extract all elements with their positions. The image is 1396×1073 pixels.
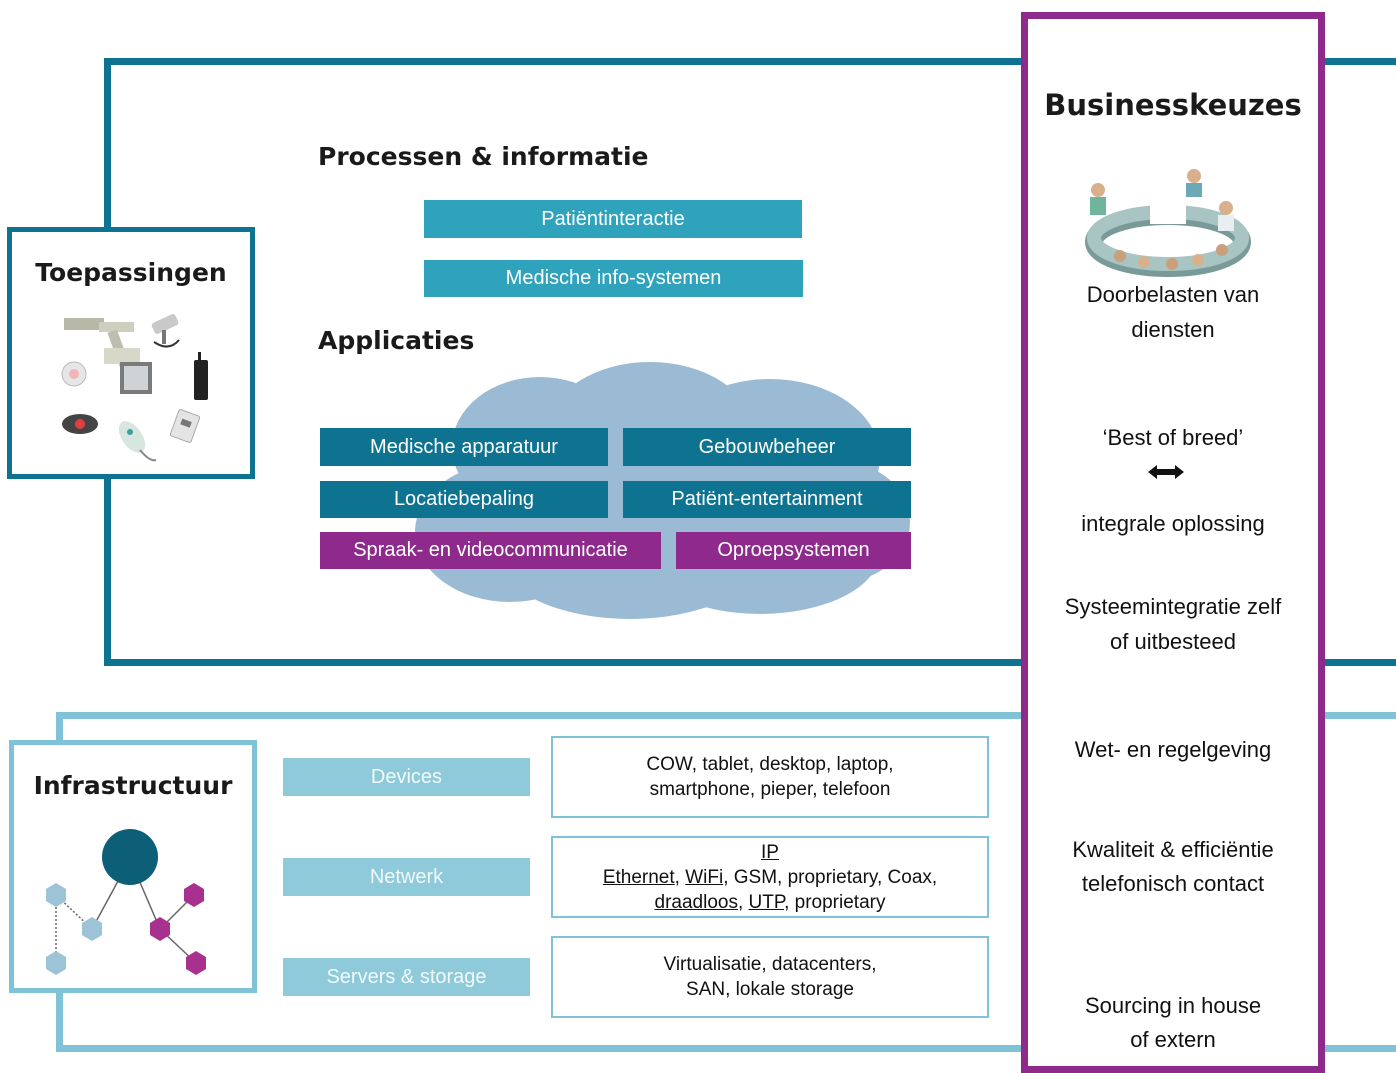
servers-line-2: SAN, lokale storage [686,979,854,1000]
biz-best-of-breed: ‘Best of breed’ [1102,425,1244,450]
devices-line-2: smartphone, pieper, telefoon [649,779,891,800]
biz-wet-en-regelgeving: Wet- en regelgeving [1074,737,1272,762]
netwerk-line3-rest: proprietary [789,891,886,913]
netwerk-info-box: IP Ethernet, WiFi, GSM, proprietary, Coa… [551,836,989,918]
layer-bar-devices: Devices [283,758,530,796]
biz-integrale-oplossing: integrale oplossing [1081,511,1265,536]
infrastructuur-box: Infrastructuur [9,740,257,993]
servers-line-1: Virtualisatie, datacenters, [663,954,877,975]
devices-illustration [61,314,208,462]
people-circle-illustration [1085,169,1251,277]
app-bar-locatiebepaling: Locatiebepaling [320,481,608,518]
netwerk-draadloos: draadloos, [654,891,744,913]
biz-doorbelasten-2: diensten [1131,317,1215,342]
layer-bar-servers-storage: Servers & storage [283,958,530,996]
applications-heading: Applicaties [318,326,475,355]
app-bar-gebouwbeheer: Gebouwbeheer [623,428,911,466]
biz-systeemintegratie-1: Systeemintegratie zelf [1064,594,1282,619]
biz-systeemintegratie-2: of uitbesteed [1110,629,1236,654]
double-arrow-icon [1148,465,1184,479]
biz-sourcing-2: of extern [1130,1027,1216,1052]
netwerk-sep-1: , [674,866,686,888]
devices-info-box: COW, tablet, desktop, laptop, smartphone… [551,736,989,818]
businesskeuzes-panel [1021,12,1325,1073]
biz-sourcing-1: Sourcing in house [1084,993,1262,1018]
biz-kwaliteit-1: Kwaliteit & efficiëntie [1072,837,1274,862]
app-bar-spraak-video: Spraak- en videocommunicatie [320,532,661,569]
businesskeuzes-title: Businesskeuzes [1044,88,1302,122]
process-bar-patientinteractie: Patiëntinteractie [424,200,802,238]
network-icon [46,829,206,975]
app-bar-medische-apparatuur: Medische apparatuur [320,428,608,466]
layer-bar-netwerk: Netwerk [283,858,530,896]
app-bar-patient-entertainment: Patiënt-entertainment [623,481,911,518]
servers-info-box: Virtualisatie, datacenters, SAN, lokale … [551,936,989,1018]
netwerk-ip: IP [761,841,779,863]
netwerk-utp: UTP, [748,891,790,913]
process-bar-medische-info: Medische info-systemen [424,260,803,297]
app-bar-oproepsystemen: Oproepsystemen [676,532,911,569]
processes-heading: Processen & informatie [318,142,649,171]
biz-kwaliteit-2: telefonisch contact [1081,871,1265,896]
toepassingen-title: Toepassingen [35,258,227,287]
netwerk-ethernet: Ethernet [602,866,675,888]
infrastructuur-title: Infrastructuur [33,771,233,800]
devices-line-1: COW, tablet, desktop, laptop, [646,754,894,775]
toepassingen-box: Toepassingen [7,227,255,479]
netwerk-wifi: WiFi [685,866,724,888]
netwerk-line2-rest: , GSM, proprietary, Coax, [723,866,938,888]
biz-doorbelasten-1: Doorbelasten van [1086,282,1260,307]
